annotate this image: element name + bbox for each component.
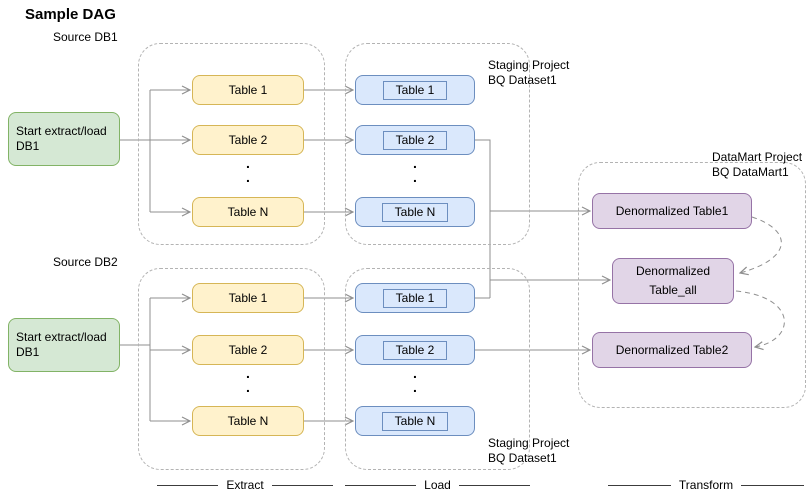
denormalized-table2-node: Denormalized Table2 [592,332,752,368]
extract-table-1-db2: Table 1 [192,283,304,313]
stage-extract-text: Extract [226,478,264,492]
extract-table-n-db1: Table N [192,197,304,227]
load-group-db2 [345,268,530,470]
load-table-n-db1-label: Table N [381,202,449,222]
start-node-db1: Start extract/load DB1 [8,112,120,166]
extract-ellipsis-db1: . . [246,155,250,185]
load-table-1-db1-label: Table 1 [382,80,448,100]
datamart-group [578,162,806,408]
load-table-n-db2-label: Table N [381,411,449,431]
stage-rule-right [271,484,333,486]
load-table-1-db2: Table 1 [355,283,475,313]
diagram-title: Sample DAG [25,6,116,23]
denormalized-table1-node: Denormalized Table1 [592,193,752,229]
source-db2-label: Source DB2 [53,255,118,269]
stage-rule-left [157,484,219,486]
extract-table-n-db2: Table N [192,406,304,436]
extract-table-2-db1: Table 2 [192,125,304,155]
load-table-n-db1: Table N [355,197,475,227]
denormalized-table-all-node: Denormalized Table_all [612,258,734,304]
staging-project-label-1: Staging Project BQ Dataset1 [488,58,570,87]
stage-rule-left [608,484,671,486]
extract-table-1-db1: Table 1 [192,75,304,105]
stage-label-load: Load [345,478,531,492]
load-table-1-db1: Table 1 [355,75,475,105]
load-table-2-db1-label: Table 2 [382,130,448,150]
source-db1-label: Source DB1 [53,30,118,44]
load-ellipsis-db1: . . [413,155,417,185]
datamart-project-label: DataMart Project BQ DataMart1 [712,150,803,179]
stage-rule-left [345,484,417,486]
start-node-db2: Start extract/load DB1 [8,318,120,372]
load-table-n-db2: Table N [355,406,475,436]
load-table-2-db1: Table 2 [355,125,475,155]
load-ellipsis-db2: . . [413,365,417,395]
staging-project-label-2: Staging Project BQ Dataset1 [488,436,570,465]
load-table-2-db2: Table 2 [355,335,475,365]
stage-load-text: Load [424,478,451,492]
load-table-2-db2-label: Table 2 [382,340,448,360]
stage-transform-text: Transform [678,478,734,492]
stage-label-extract: Extract [157,478,333,492]
extract-table-2-db2: Table 2 [192,335,304,365]
stage-rule-right [741,484,805,486]
extract-group-db2 [138,268,325,470]
stage-rule-right [458,484,531,486]
stage-label-transform: Transform [608,478,805,492]
extract-group-db1 [138,43,325,245]
load-table-1-db2-label: Table 1 [382,288,448,308]
load-group-db1 [345,43,530,245]
extract-ellipsis-db2: . . [246,365,250,395]
